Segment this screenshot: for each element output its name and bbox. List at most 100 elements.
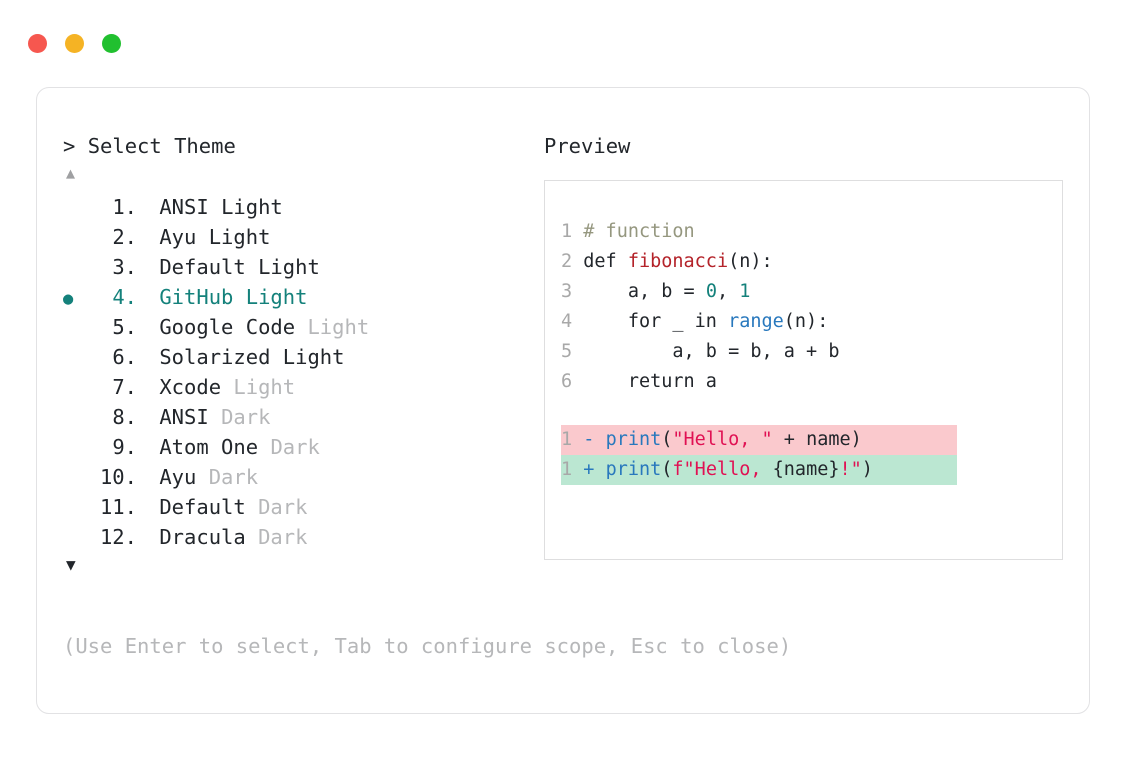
- theme-item-number: 1.: [112, 195, 137, 219]
- theme-list-item[interactable]: ●7. Xcode Light: [63, 372, 533, 402]
- theme-item-gap: [137, 252, 159, 282]
- code-token: (: [661, 459, 673, 480]
- code-line: 2 def fibonacci(n):: [561, 247, 1062, 277]
- page-title: [75, 134, 87, 158]
- theme-item-number: 8.: [112, 405, 137, 429]
- diff-block: 1 - print("Hello, " + name)1 + print(f"H…: [561, 425, 1062, 485]
- theme-item-number: 9.: [112, 435, 137, 459]
- theme-item-variant: Light: [208, 225, 271, 249]
- selected-bullet-icon: ●: [63, 464, 89, 494]
- theme-list-item[interactable]: ●5. Google Code Light: [63, 312, 533, 342]
- selected-bullet-icon: ●: [63, 254, 89, 284]
- theme-item-name: Ayu: [159, 465, 209, 489]
- theme-item-number: 2.: [112, 225, 137, 249]
- code-token: range: [728, 311, 784, 332]
- theme-item-name: Default: [159, 255, 259, 279]
- theme-item-name: Ayu: [159, 225, 209, 249]
- window-titlebar: [0, 0, 1129, 87]
- line-number: 3: [561, 281, 584, 302]
- theme-item-variant: Dark: [258, 495, 308, 519]
- diff-line-del: 1 - print("Hello, " + name): [561, 425, 957, 455]
- diff-sign-icon: -: [583, 429, 606, 450]
- code-line: 5 a, b = b, a + b: [561, 337, 1062, 367]
- code-token: (n):: [783, 311, 829, 332]
- theme-item-name: Dracula: [159, 525, 259, 549]
- line-number: 5: [561, 341, 584, 362]
- code-token: a, b = b, a + b: [583, 341, 840, 362]
- selected-bullet-icon: ●: [63, 344, 89, 374]
- code-token: + name): [772, 429, 862, 450]
- theme-list-item[interactable]: ●1. ANSI Light: [63, 192, 533, 222]
- theme-item-gap: [137, 222, 159, 252]
- theme-item-gap: [137, 372, 159, 402]
- theme-item-name: Default: [159, 495, 259, 519]
- code-token: (n):: [728, 251, 773, 272]
- prompt-caret-icon: >: [63, 134, 76, 158]
- theme-item-number: 5.: [112, 315, 137, 339]
- selected-bullet-icon: ●: [63, 224, 89, 254]
- code-token: # function: [583, 221, 695, 242]
- theme-list-item[interactable]: ●6. Solarized Light: [63, 342, 533, 372]
- theme-list-item[interactable]: ●9. Atom One Dark: [63, 432, 533, 462]
- prompt-row: > Select Theme: [63, 132, 533, 160]
- selected-bullet-icon: ●: [63, 524, 89, 554]
- theme-list-item[interactable]: ●11. Default Dark: [63, 492, 533, 522]
- theme-selector-card: > Select Theme ▲ ● 1. ANSI Light ● 2. Ayu L…: [36, 87, 1090, 714]
- scroll-up-icon[interactable]: ▲: [66, 164, 76, 182]
- code-token: a, b =: [583, 281, 706, 302]
- code-token: for _ in: [583, 311, 729, 332]
- theme-item-name: Solarized: [159, 345, 283, 369]
- theme-item-variant: Light: [258, 255, 320, 279]
- code-token: 0: [705, 281, 717, 302]
- code-line: 3 a, b = 0, 1: [561, 277, 1062, 307]
- code-token: ): [861, 459, 873, 480]
- code-line: 4 for _ in range(n):: [561, 307, 1062, 337]
- code-line: 6 return a: [561, 367, 1062, 397]
- theme-item-number: 10.: [99, 465, 137, 489]
- theme-item-name: Google Code: [159, 315, 308, 339]
- theme-list: ● 1. ANSI Light ● 2. Ayu Light ● 3. Default L…: [63, 192, 533, 552]
- theme-list-item[interactable]: ● 10. Ayu Dark: [63, 462, 533, 492]
- code-token: "Hello, ": [672, 429, 773, 450]
- theme-item-gap: [137, 282, 159, 312]
- theme-item-variant: Light: [233, 375, 296, 399]
- theme-list-item[interactable]: ●12. Dracula Dark: [63, 522, 533, 552]
- selected-bullet-icon: ●: [63, 194, 89, 224]
- selected-bullet-icon: ●: [63, 374, 89, 404]
- theme-item-variant: Dark: [221, 405, 271, 429]
- line-number: 1: [561, 459, 584, 480]
- theme-item-variant: Dark: [208, 465, 259, 489]
- line-number: 2: [561, 251, 584, 272]
- code-line: 1 # function: [561, 217, 1062, 247]
- theme-list-panel: > Select Theme ▲ ● 1. ANSI Light ● 2. Ayu L…: [63, 132, 533, 578]
- theme-item-name: ANSI: [159, 405, 222, 429]
- theme-item-number: 12.: [99, 525, 137, 549]
- theme-list-item[interactable]: ●4. GitHub Light: [63, 282, 533, 312]
- theme-item-name: Atom One: [159, 435, 271, 459]
- theme-item-number: 6.: [112, 345, 137, 369]
- theme-item-gap: [137, 342, 159, 372]
- theme-item-number: 7.: [112, 375, 137, 399]
- theme-item-number: 3.: [112, 255, 137, 279]
- theme-list-item[interactable]: ● 3. Default Light: [63, 252, 533, 282]
- line-number: 6: [561, 371, 584, 392]
- theme-item-gap: [137, 402, 159, 432]
- selected-bullet-icon: ●: [63, 404, 89, 434]
- code-token: print: [605, 459, 662, 480]
- code-token: fibonacci: [627, 251, 729, 272]
- code-token: print: [605, 429, 662, 450]
- scroll-down-icon[interactable]: ▼: [66, 555, 76, 574]
- code-token: ,: [716, 281, 740, 302]
- diff-line-add: 1 + print(f"Hello, {name}!"): [561, 455, 957, 485]
- selected-bullet-icon: ●: [63, 434, 89, 464]
- theme-list-item[interactable]: ● 8. ANSI Dark: [63, 402, 533, 432]
- maximize-button[interactable]: [102, 34, 121, 53]
- diff-sign-icon: +: [583, 459, 606, 480]
- theme-item-gap: [137, 192, 159, 222]
- code-token: return a: [583, 371, 717, 392]
- theme-list-item[interactable]: ● 2. Ayu Light: [63, 222, 533, 252]
- close-button[interactable]: [28, 34, 47, 53]
- minimize-button[interactable]: [65, 34, 84, 53]
- theme-item-name: GitHub: [159, 285, 246, 309]
